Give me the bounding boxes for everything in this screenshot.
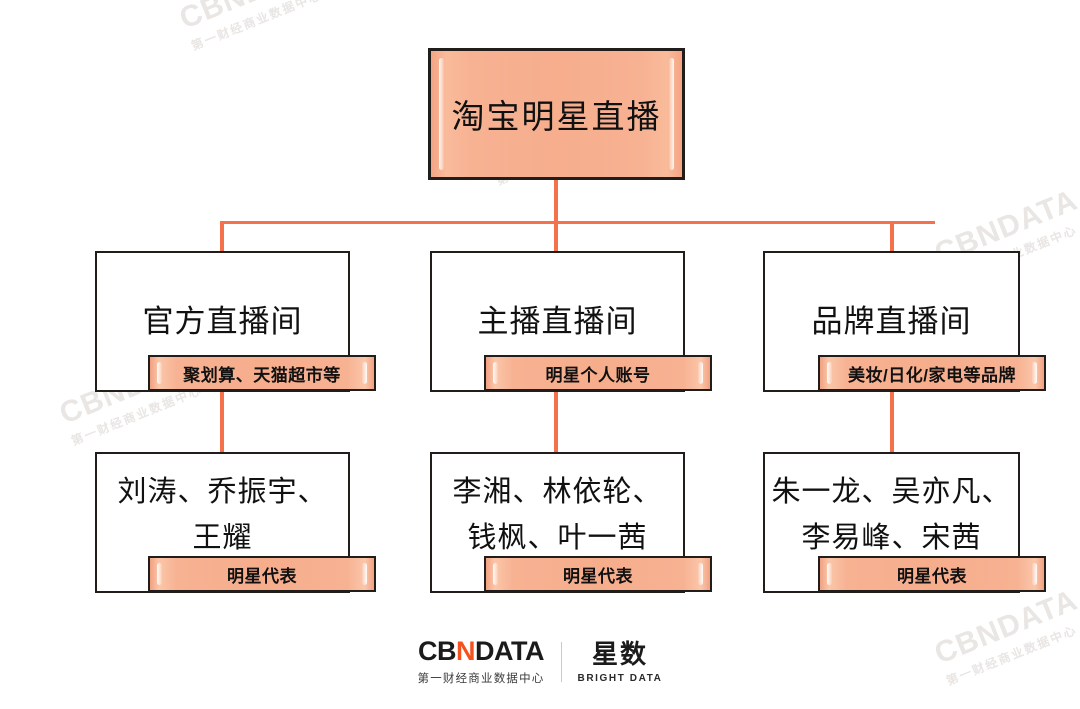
- badge-branch-official-label: 聚划算、天猫超市等: [183, 365, 341, 385]
- badge-members-official[interactable]: 明星代表: [148, 556, 376, 592]
- node-members-brand-label: 朱一龙、吴亦凡、李易峰、宋茜: [771, 475, 1012, 554]
- connector-drop-branch-1: [220, 221, 224, 253]
- cbndata-wordmark-accent: N: [456, 636, 476, 666]
- badge-members-official-label: 明星代表: [227, 566, 297, 586]
- brightdata-en-name: BRIGHT DATA: [577, 672, 663, 684]
- connector-root-stem: [554, 178, 558, 222]
- node-root[interactable]: 淘宝明星直播: [428, 48, 685, 180]
- badge-branch-official[interactable]: 聚划算、天猫超市等: [148, 355, 376, 391]
- node-root-label: 淘宝明星直播: [451, 98, 662, 135]
- node-members-anchor[interactable]: 李湘、林依轮、钱枫、叶一茜: [430, 452, 685, 593]
- connector-drop-branch-3: [890, 221, 894, 253]
- badge-members-anchor[interactable]: 明星代表: [484, 556, 712, 592]
- connector-branch-3-to-members: [890, 392, 894, 452]
- connector-branch-1-to-members: [220, 392, 224, 452]
- logo-divider: [560, 642, 562, 682]
- node-branch-official-label: 官方直播间: [142, 303, 303, 339]
- cbndata-wordmark-suffix: DATA: [475, 636, 544, 666]
- node-branch-anchor-label: 主播直播间: [477, 303, 638, 339]
- node-members-official-label: 刘涛、乔振宇、王耀: [117, 475, 328, 554]
- brightdata-cn-name: 星数: [591, 638, 648, 669]
- watermark-main: CBNDATA: [175, 0, 328, 37]
- node-branch-brand-label: 品牌直播间: [811, 303, 972, 339]
- cbndata-wordmark-prefix: CB: [418, 636, 457, 666]
- watermark: CBNDATA 第一财经商业数据中心: [175, 0, 335, 54]
- badge-members-anchor-label: 明星代表: [563, 566, 633, 586]
- connector-drop-branch-2: [554, 221, 558, 253]
- watermark-sub: 第一财经商业数据中心: [189, 0, 325, 54]
- cbndata-logo: CBNDATA 第一财经商业数据中心: [418, 638, 561, 686]
- connector-branch-2-to-members: [554, 392, 558, 452]
- badge-members-brand-label: 明星代表: [897, 566, 967, 586]
- badge-branch-anchor-label: 明星个人账号: [545, 365, 651, 385]
- badge-members-brand[interactable]: 明星代表: [818, 556, 1046, 592]
- badge-branch-brand[interactable]: 美妆/日化/家电等品牌: [818, 355, 1046, 391]
- cbndata-wordmark: CBNDATA: [418, 638, 544, 665]
- badge-branch-brand-label: 美妆/日化/家电等品牌: [848, 365, 1016, 385]
- brightdata-logo: 星数 BRIGHT DATA: [562, 641, 663, 684]
- badge-branch-anchor[interactable]: 明星个人账号: [484, 355, 712, 391]
- node-members-anchor-label: 李湘、林依轮、钱枫、叶一茜: [452, 475, 663, 554]
- connector-horizontal-bus: [222, 221, 935, 224]
- cbndata-subtitle: 第一财经商业数据中心: [417, 673, 545, 685]
- footer-logo: CBNDATA 第一财经商业数据中心 星数 BRIGHT DATA: [0, 638, 1080, 686]
